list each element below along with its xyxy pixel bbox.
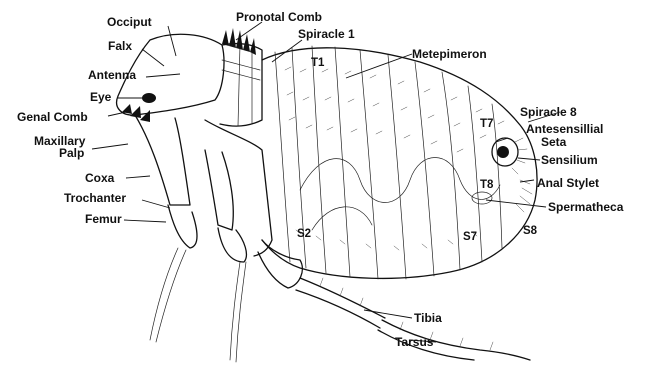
pronotal-comb-drawing <box>222 28 260 80</box>
label-t7: T7 <box>480 118 493 130</box>
label-genal-comb: Genal Comb <box>17 110 88 124</box>
label-maxillary-palp-2: Palp <box>59 146 84 160</box>
label-spiracle-1: Spiracle 1 <box>298 27 355 41</box>
label-spermatheca: Spermatheca <box>548 200 624 214</box>
label-femur: Femur <box>85 212 122 226</box>
label-sensilium: Sensilium <box>541 153 598 167</box>
label-metepimeron: Metepimeron <box>412 47 487 61</box>
label-s8: S8 <box>523 225 538 237</box>
label-tibia: Tibia <box>414 311 442 325</box>
label-s2: S2 <box>297 228 311 240</box>
label-group: Occiput Pronotal Comb Spiracle 1 Falx Me… <box>17 10 624 349</box>
label-tarsus: Tarsus <box>395 335 434 349</box>
label-eye: Eye <box>90 90 112 104</box>
label-spiracle-8: Spiracle 8 <box>520 105 577 119</box>
abdominal-segment-lines <box>275 46 502 279</box>
label-pronotal-comb: Pronotal Comb <box>236 10 322 24</box>
label-antesensillial-seta-1: Antesensillial <box>526 122 603 136</box>
label-coxa: Coxa <box>85 171 115 185</box>
abdominal-setae <box>285 67 504 250</box>
label-s7: S7 <box>463 231 477 243</box>
anal-stylet-hairs <box>516 180 532 212</box>
label-t8: T8 <box>480 179 494 191</box>
eye-drawing <box>142 93 156 103</box>
label-falx: Falx <box>108 39 132 53</box>
label-occiput: Occiput <box>107 15 152 29</box>
label-anal-stylet: Anal Stylet <box>537 176 599 190</box>
label-antenna: Antenna <box>88 68 136 82</box>
label-antesensillial-seta-2: Seta <box>541 135 567 149</box>
label-trochanter: Trochanter <box>64 191 126 205</box>
label-t1: T1 <box>311 57 325 69</box>
